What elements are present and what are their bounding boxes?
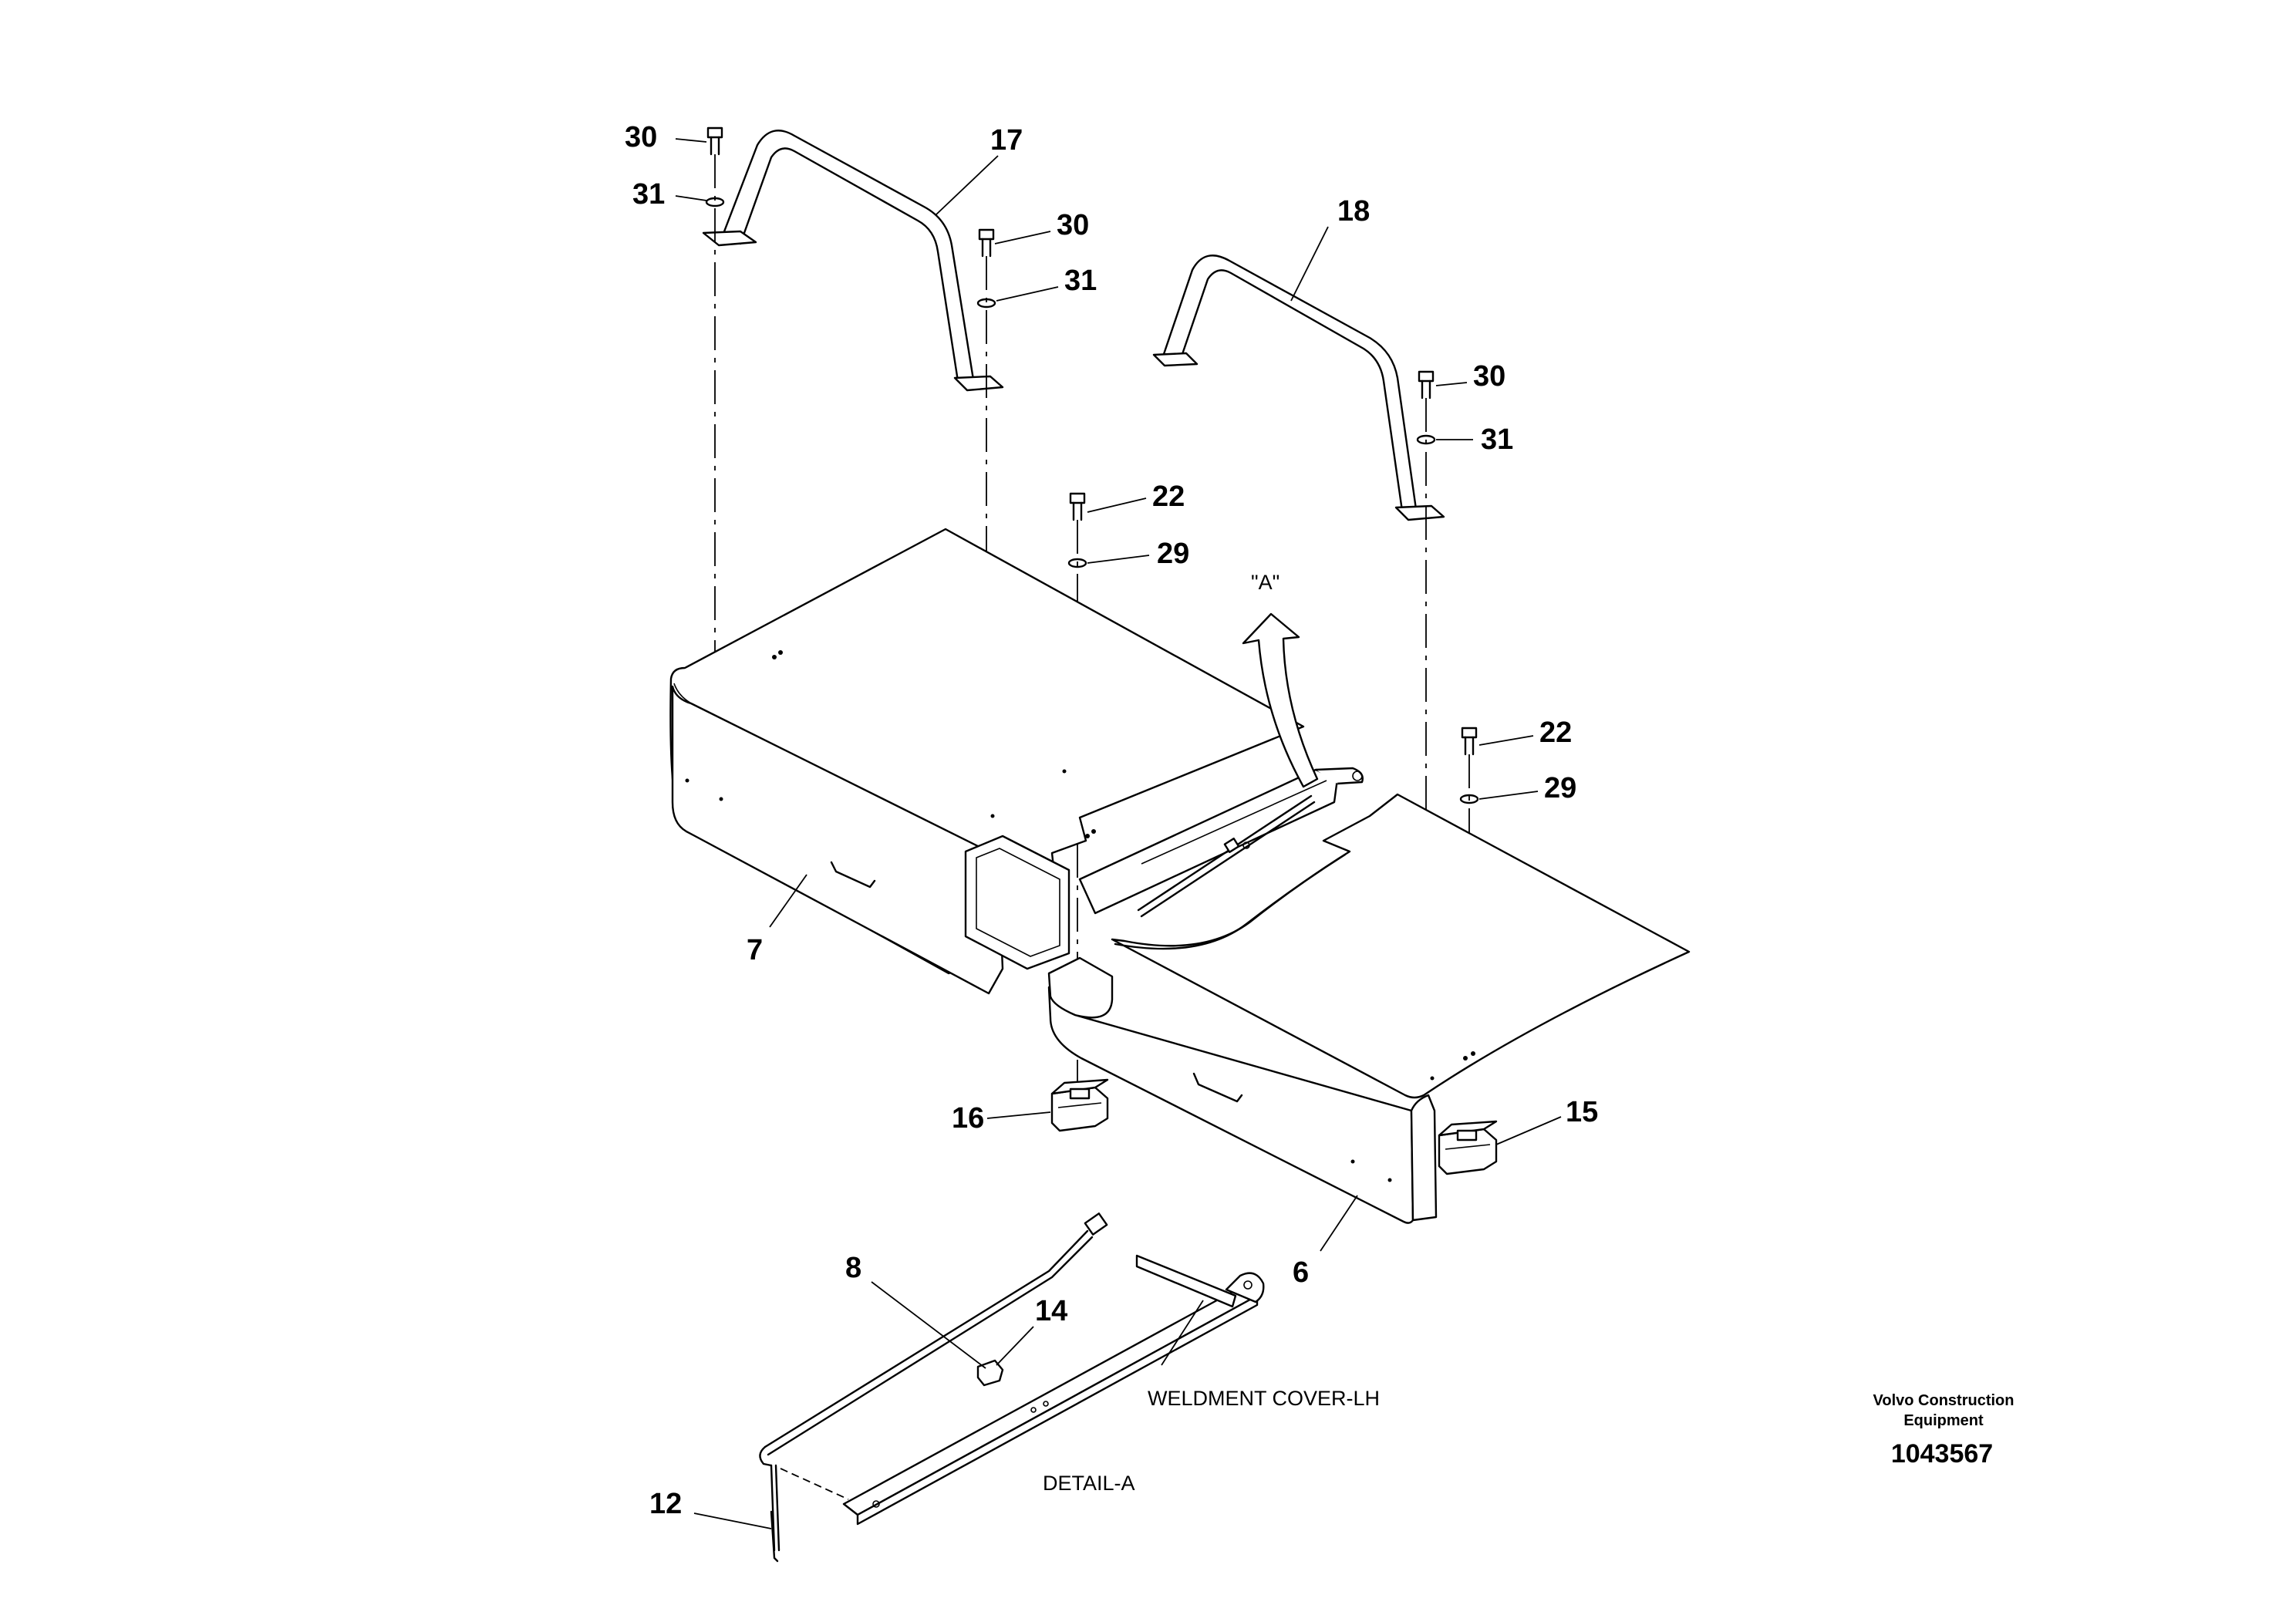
cover-7 [669, 528, 1305, 995]
brand-block: Volvo Construction Equipment 1043567 [1873, 1392, 2014, 1469]
leader-lines [675, 138, 1562, 1529]
callout-8: 8 [845, 1252, 861, 1284]
callout-22: 22 [1152, 481, 1185, 513]
brand-name: Volvo Construction [1873, 1392, 2014, 1409]
callout-18: 18 [1337, 195, 1370, 228]
brand-subtitle: Equipment [1903, 1412, 1984, 1429]
callout-16: 16 [952, 1102, 984, 1135]
callout-6: 6 [1293, 1256, 1309, 1289]
bracket-15 [1438, 1120, 1498, 1175]
center-linkage [1078, 767, 1364, 918]
callout-17: 17 [990, 124, 1023, 157]
detail-a-assembly [759, 1212, 1265, 1563]
view-a-label: "A" [1251, 571, 1279, 594]
callout-14: 14 [1035, 1295, 1067, 1327]
handrail-18 [1152, 255, 1445, 521]
bolt-22-a [1069, 492, 1086, 521]
bolt-22-b [1461, 727, 1478, 756]
callout-22: 22 [1539, 717, 1572, 749]
bracket-16 [1050, 1078, 1109, 1132]
cover-6 [1047, 793, 1691, 1224]
callout-29: 29 [1544, 772, 1576, 804]
callout-30: 30 [1057, 209, 1089, 241]
callout-12: 12 [649, 1488, 682, 1520]
bolt-30-c [1418, 370, 1435, 400]
callout-31: 31 [1481, 423, 1513, 456]
detail-a-label: DETAIL-A [1043, 1472, 1135, 1495]
callouts: 30 31 17 30 31 18 30 31 22 29 22 29 7 6 … [625, 121, 1598, 1520]
bolt-30-b [978, 228, 995, 258]
callout-31: 31 [1064, 265, 1097, 297]
callout-15: 15 [1566, 1096, 1598, 1128]
callout-31: 31 [632, 178, 665, 211]
weldment-cover-label: WELDMENT COVER-LH [1148, 1387, 1380, 1410]
view-a-arrow [1242, 612, 1319, 788]
bolt-30-a [706, 126, 723, 156]
callout-30: 30 [625, 121, 657, 153]
callout-7: 7 [747, 934, 763, 966]
handrail-17 [702, 130, 1004, 392]
callout-29: 29 [1157, 538, 1189, 570]
part-number: 1043567 [1891, 1439, 1993, 1469]
callout-30: 30 [1473, 360, 1505, 393]
